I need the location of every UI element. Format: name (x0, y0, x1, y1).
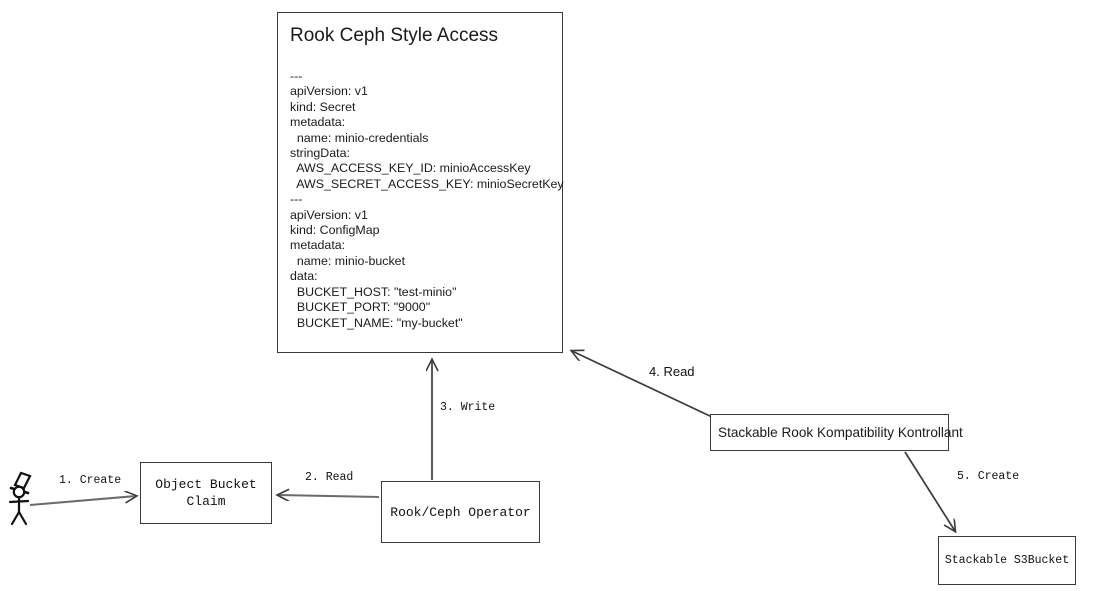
node-rook-ceph-operator[interactable]: Rook/Ceph Operator (381, 481, 540, 543)
edge-label-3-write: 3. Write (440, 401, 496, 414)
node-stackable-rook-kompatibility-kontrollant[interactable]: Stackable Rook Kompatibility Kontrollant (710, 414, 963, 451)
node-object-bucket-claim-label: Object Bucket Claim (155, 477, 257, 509)
yaml-panel-title: Rook Ceph Style Access (290, 25, 499, 46)
edge-1-line (29, 496, 136, 507)
edge-label-5-create: 5. Create (957, 470, 1020, 483)
node-stackable-s3bucket-label: Stackable S3Bucket (944, 554, 1070, 567)
stick-figure-with-top-hat-icon (8, 471, 32, 526)
edge-4-line (572, 351, 713, 418)
node-stackable-s3bucket[interactable]: Stackable S3Bucket (938, 536, 1076, 585)
yaml-panel-content: --- apiVersion: v1 kind: Secret metadata… (290, 69, 564, 330)
edge-2-line (278, 495, 380, 497)
node-srkk-label: Stackable Rook Kompatibility Kontrollant (718, 425, 963, 440)
edge-label-2-read: 2. Read (305, 471, 354, 484)
node-object-bucket-claim[interactable]: Object Bucket Claim (140, 462, 272, 524)
node-rook-ceph-operator-label: Rook/Ceph Operator (390, 504, 531, 520)
edge-label-4-read: 4. Read (649, 364, 695, 379)
edge-5-line (904, 451, 955, 531)
edge-label-1-create: 1. Create (59, 474, 122, 487)
yaml-manifest-panel: Rook Ceph Style Access --- apiVersion: v… (277, 12, 564, 353)
